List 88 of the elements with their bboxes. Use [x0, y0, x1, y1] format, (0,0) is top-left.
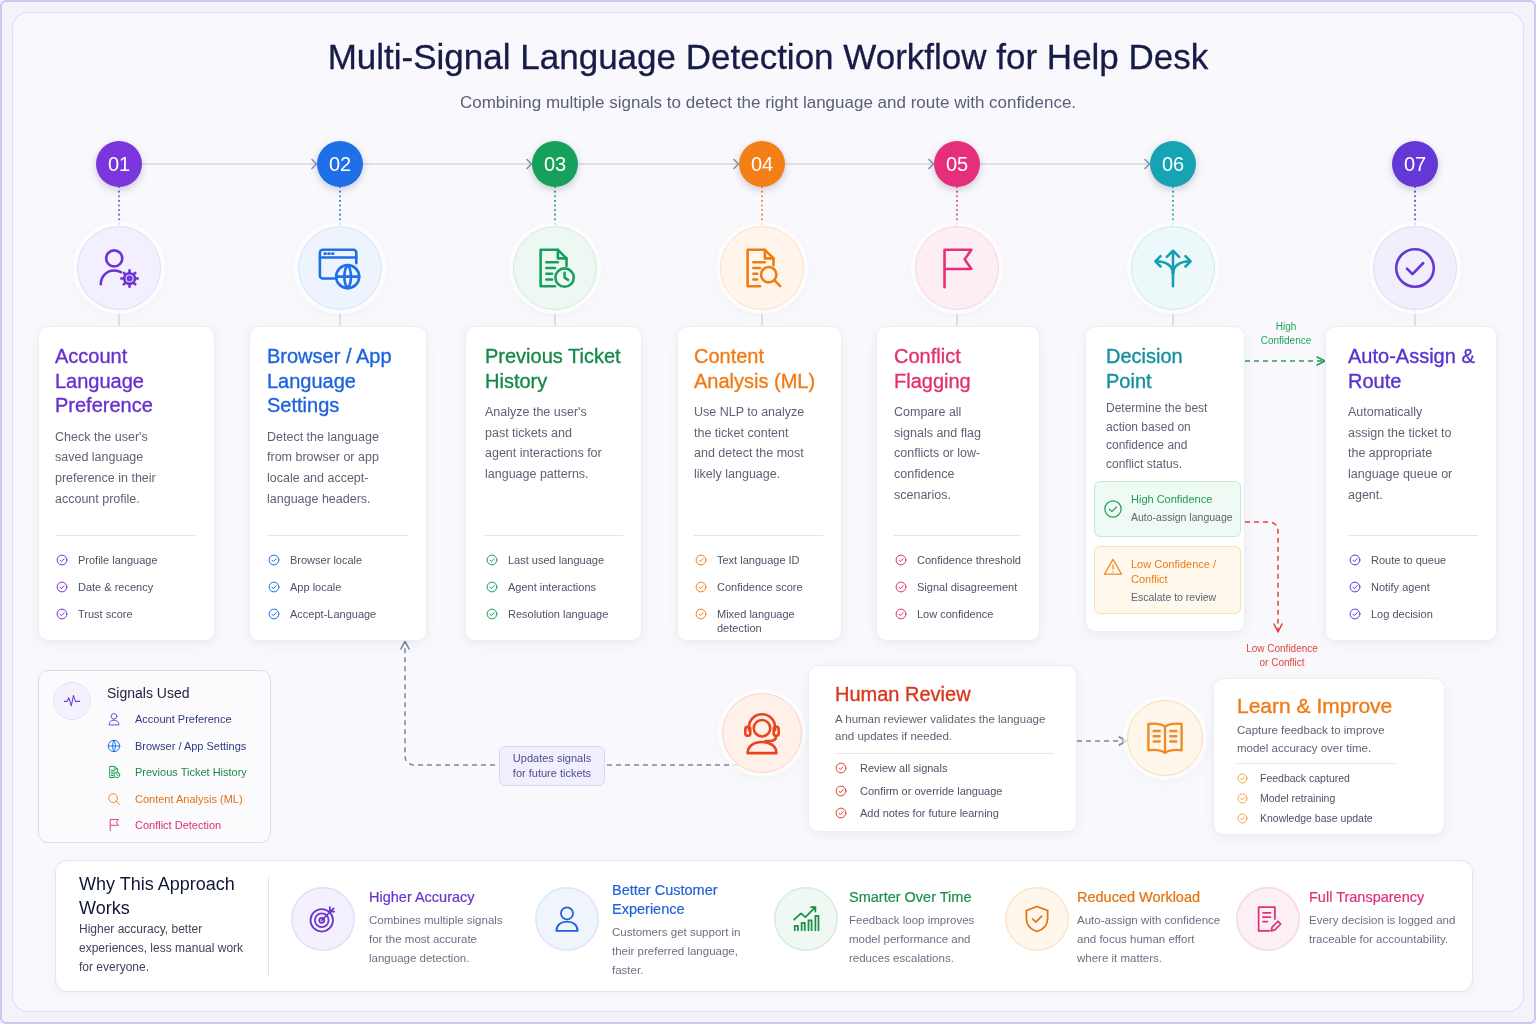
benefit-title: Full Transparency [1309, 888, 1426, 907]
card-title: Browser / App Language Settings [267, 344, 393, 418]
checklist-item: Last used language [508, 553, 605, 567]
checklist-item: Log decision [1371, 607, 1433, 621]
card-title: Learn & Improve [1237, 694, 1393, 718]
checklist-item: Route to queue [1371, 553, 1447, 567]
checklist-item: Browser locale [290, 553, 363, 567]
checklist-item: Mixed language detection [717, 607, 796, 635]
edge-label: Updates signals for future tickets [499, 746, 605, 786]
signal-item: Content Analysis (ML) [135, 791, 243, 806]
card-description: Use NLP to analyze the ticket content and detect the most likely language. [694, 404, 805, 484]
benefit-description: Auto-assign with confidence and focus human effort where it matters. [1077, 913, 1222, 966]
checklist-item: Low confidence [917, 607, 994, 621]
card-title: Auto-Assign & Route [1348, 344, 1476, 393]
signal-item: Browser / App Settings [135, 738, 247, 753]
flow-arrow [979, 158, 1151, 170]
benefit-description: Combines multiple signals for the most accurate language detection. [369, 913, 504, 966]
step-card [876, 326, 1040, 641]
benefit-title: Smarter Over Time [849, 888, 973, 907]
checklist-item: Model retraining [1260, 791, 1336, 805]
card-description: Compare all signals and flag conflicts or low-confidence scenarios. [894, 404, 982, 504]
checklist-item: Agent interactions [508, 580, 597, 594]
benefit-description: Customers get support in their preferred language, faster. [612, 925, 742, 978]
card-description: Determine the best action based on confidence and conflict status. [1106, 400, 1209, 473]
dashed-arrow [1244, 356, 1326, 366]
card-title: Content Analysis (ML) [694, 344, 817, 393]
checklist-item: Notify agent [1371, 580, 1430, 594]
benefit-title: Reduced Workload [1077, 888, 1202, 907]
checklist-item: Signal disagreement [917, 580, 1018, 594]
diagram-title: Multi-Signal Language Detection Workflow for Help Desk [327, 36, 1209, 78]
status-title: Low Confidence / Conflict [1131, 557, 1217, 587]
benefit-description: Feedback loop improves model performance and reduces escalations. [849, 913, 976, 966]
card-title: Conflict Flagging [894, 344, 972, 393]
step-card [38, 326, 215, 641]
status-detail: Auto-assign language [1131, 510, 1234, 524]
card-description: Capture feedback to improve model accuracy over time. [1237, 723, 1386, 756]
status-box [1094, 481, 1241, 537]
checklist-item: Review all signals [860, 761, 948, 775]
card-description: Detect the language from browser or app locale and accept-language headers. [267, 428, 380, 508]
checklist-item: App locale [290, 580, 342, 594]
checklist-item: Trust score [78, 607, 133, 621]
icon-circle [1127, 700, 1203, 776]
panel-heading: Why This Approach Works [79, 873, 236, 920]
benefits-panel [55, 860, 1473, 992]
checklist-item: Accept-Language [290, 607, 377, 621]
checklist-item: Confidence threshold [917, 553, 1021, 567]
checklist-item: Profile language [78, 553, 158, 567]
checklist-item: Confirm or override language [860, 783, 1003, 798]
step-card [677, 326, 842, 641]
step-card [1325, 326, 1497, 641]
checklist-item: Date & recency [78, 580, 154, 594]
flow-arrow [784, 158, 935, 170]
step-card [1085, 326, 1245, 632]
diagram-subtitle: Combining multiple signals to detect the right language and route with confidence. [459, 92, 1077, 114]
benefit-title: Higher Accuracy [369, 888, 476, 907]
card-description: Analyze the user's past tickets and agent interactions for language patterns. [485, 404, 602, 484]
status-detail: Escalate to review [1131, 590, 1218, 604]
flow-arrow [577, 158, 740, 170]
checklist-item: Resolution language [508, 607, 609, 621]
status-title: High Confidence [1131, 492, 1214, 507]
checklist-item: Add notes for future learning [860, 806, 999, 820]
card-title: Decision Point [1106, 344, 1184, 393]
signal-item: Conflict Detection [135, 818, 222, 832]
benefit-description: Every decision is logged and traceable for accountability. [1309, 913, 1457, 947]
flow-arrow [362, 158, 533, 170]
signals-panel [38, 670, 271, 843]
dashed-arrow [1244, 521, 1283, 633]
benefit-title: Better Customer Experience [612, 881, 719, 919]
status-box [1094, 546, 1241, 614]
card-title: Account Language Preference [55, 344, 154, 418]
card-description: A human reviewer validates the language and updates if needed. [835, 712, 1047, 744]
checklist-item: Feedback captured [1260, 771, 1350, 785]
signal-item: Previous Ticket History [135, 765, 247, 779]
checklist-item: Knowledge base update [1260, 811, 1373, 825]
step-card [465, 326, 642, 641]
learning-card [1213, 678, 1445, 835]
panel-title: Signals Used [107, 684, 190, 702]
signal-item: Account Preference [135, 712, 232, 726]
review-card [808, 665, 1077, 832]
panel-description: Higher accuracy, better experiences, less manual work for everyone. [79, 921, 244, 976]
checklist-item: Confidence score [717, 580, 803, 594]
card-title: Human Review [835, 682, 971, 706]
flow-arrow [141, 158, 318, 170]
card-title: Previous Ticket History [485, 344, 622, 393]
checklist-item: Text language ID [717, 553, 800, 567]
step-card [249, 326, 427, 641]
card-description: Check the user's saved language preference in their account profile. [55, 428, 157, 508]
card-description: Automatically assign the ticket to the appropriate language queue or agent. [1348, 404, 1454, 504]
